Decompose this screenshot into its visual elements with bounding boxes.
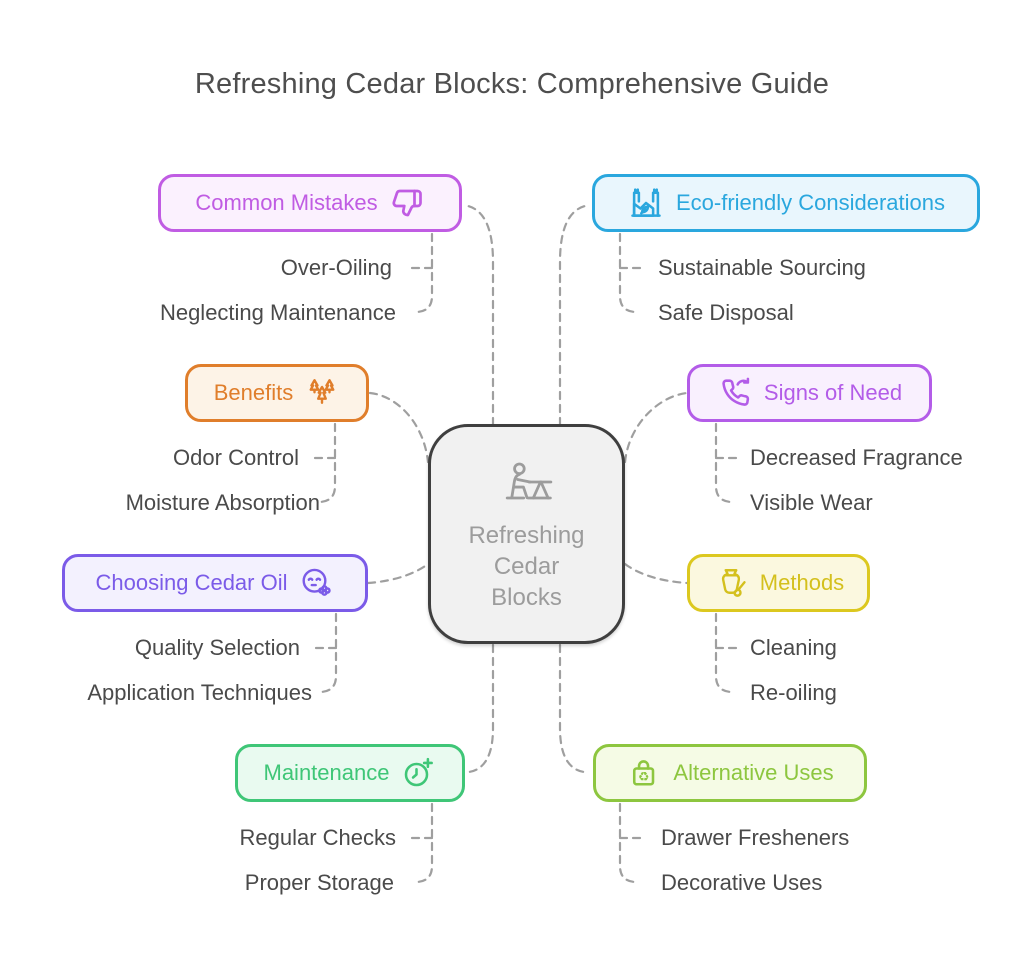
branch-label: Alternative Uses	[673, 760, 834, 785]
vase-brush-icon	[713, 565, 749, 601]
child-proper-storage: Proper Storage	[244, 870, 394, 895]
central-node-label: Refreshing Cedar Blocks	[468, 522, 585, 611]
central-node: Refreshing Cedar Blocks	[428, 424, 625, 644]
bag-recycle-icon: ♻	[626, 755, 662, 791]
child-quality-selection: Quality Selection	[134, 635, 300, 660]
child-decreased-fragrance: Decreased Fragrance	[750, 445, 963, 470]
child-drawer-fresheners: Drawer Fresheners	[661, 825, 850, 850]
svg-text:♻: ♻	[638, 770, 649, 785]
branch-eco-friendly-considerations: Eco-friendly Considerations	[592, 174, 980, 232]
phone-refresh-icon	[717, 375, 753, 411]
child-over-oiling: Over-Oiling	[280, 255, 392, 280]
branch-label: Signs of Need	[763, 380, 903, 405]
eco-factory-leaf-icon	[627, 184, 665, 222]
thumbs-down-icon	[389, 185, 425, 221]
branch-methods: Methods	[687, 554, 870, 612]
smiley-flower-icon	[298, 565, 334, 601]
child-re-oiling: Re-oiling	[750, 680, 837, 705]
page-title: Refreshing Cedar Blocks: Comprehensive G…	[194, 68, 830, 100]
person-at-table-icon	[494, 457, 560, 514]
clock-plus-icon	[400, 755, 436, 791]
child-cleaning: Cleaning	[750, 635, 837, 660]
branch-common-mistakes: Common Mistakes	[158, 174, 462, 232]
child-regular-checks: Regular Checks	[239, 825, 396, 850]
branch-signs-of-need: Signs of Need	[687, 364, 932, 422]
branch-label: Eco-friendly Considerations	[675, 190, 946, 215]
branch-to-children-connectors	[307, 232, 744, 884]
branch-label: Common Mistakes	[195, 190, 378, 215]
child-neglecting-maintenance: Neglecting Maintenance	[159, 300, 396, 325]
branch-benefits: Benefits	[185, 364, 369, 422]
branch-label: Maintenance	[263, 760, 390, 785]
child-visible-wear: Visible Wear	[750, 490, 873, 515]
branch-label: Benefits	[213, 380, 294, 405]
branch-choosing-cedar-oil: Choosing Cedar Oil	[62, 554, 368, 612]
branch-label: Choosing Cedar Oil	[95, 570, 288, 595]
child-moisture-absorption: Moisture Absorption	[125, 490, 320, 515]
child-application-techniques: Application Techniques	[87, 680, 312, 705]
branch-label: Methods	[759, 570, 845, 595]
branch-maintenance: Maintenance	[235, 744, 465, 802]
branch-alternative-uses: ♻ Alternative Uses	[593, 744, 867, 802]
pine-trees-icon	[304, 375, 340, 411]
child-safe-disposal: Safe Disposal	[658, 300, 794, 325]
child-decorative-uses: Decorative Uses	[661, 870, 823, 895]
child-odor-control: Odor Control	[173, 445, 299, 470]
center-to-branch-connectors	[366, 204, 689, 774]
child-sustainable-sourcing: Sustainable Sourcing	[658, 255, 866, 280]
